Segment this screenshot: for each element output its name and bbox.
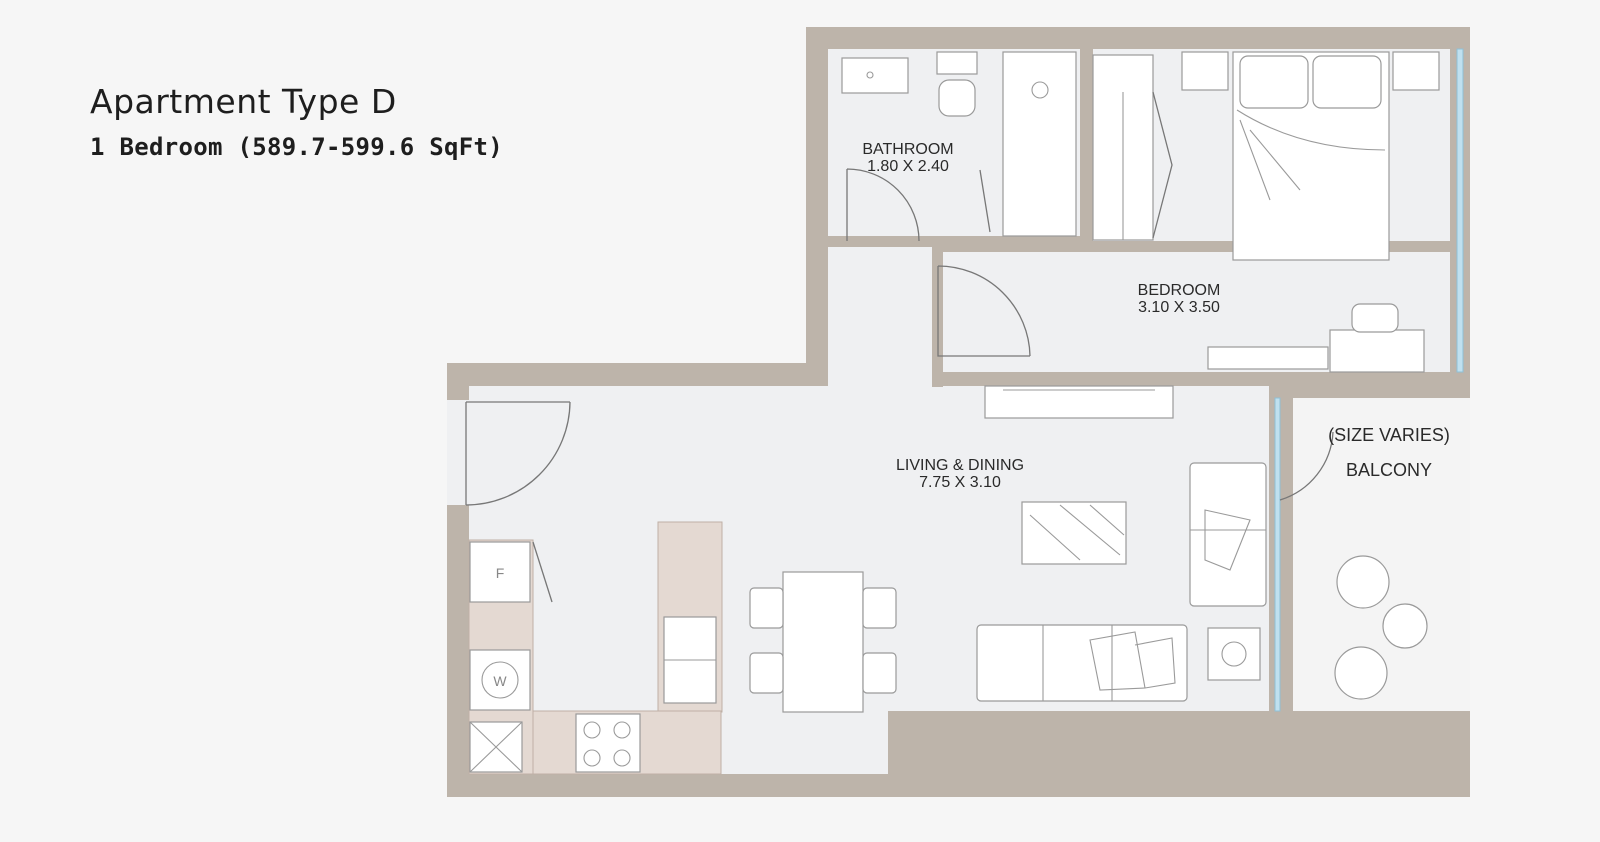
- washer-drum: [481, 661, 519, 699]
- coffee-table: [1021, 501, 1127, 565]
- dining-chair-2: [749, 652, 784, 694]
- desk: [1329, 329, 1425, 373]
- nightstand-right: [1392, 51, 1440, 91]
- washer: [469, 649, 531, 711]
- fridge-label: F: [496, 565, 505, 581]
- storage-cabinet-cross: [469, 721, 523, 773]
- balcony-note: (SIZE VARIES): [1328, 425, 1450, 445]
- balcony-door-swing: [1279, 431, 1334, 501]
- page-title: Apartment Type D: [90, 82, 397, 121]
- balcony-chair-top: [1336, 555, 1390, 609]
- kitchen-right-block: [888, 711, 1470, 774]
- page-subtitle: 1 Bedroom (589.7-599.6 SqFt): [90, 133, 503, 161]
- side-table-lamp: [1221, 641, 1247, 667]
- wardrobe-doors: [1152, 91, 1173, 239]
- desk-chair: [1351, 303, 1399, 333]
- bedroom-label: BEDROOM: [1138, 282, 1221, 299]
- nightstand-left: [1181, 51, 1229, 91]
- sink-drain: [866, 71, 874, 79]
- tv-unit-bedroom: [1207, 346, 1329, 370]
- tv-console: [984, 385, 1174, 419]
- bath-door-swing: [846, 168, 920, 242]
- dining-chair-1: [749, 587, 784, 629]
- armchair-cushion: [1204, 509, 1251, 571]
- balcony-chair-bottom: [1334, 646, 1388, 700]
- coffee-table-pattern: [1029, 504, 1125, 561]
- bath-bed-partition: [1080, 49, 1091, 247]
- burner-4: [613, 749, 631, 767]
- pillow-left: [1239, 55, 1309, 109]
- balcony-table: [1382, 603, 1428, 649]
- bed-sheet: [1236, 109, 1386, 201]
- side-table: [1207, 627, 1261, 681]
- sofa-cushions: [1089, 631, 1176, 691]
- bathroom-label: BATHROOM: [862, 141, 953, 158]
- sofa: [976, 624, 1188, 702]
- bedroom-window: [1456, 48, 1464, 373]
- dining-table: [782, 571, 864, 713]
- burner-1: [583, 721, 601, 739]
- armchair: [1189, 462, 1267, 607]
- bathroom-size: 1.80 X 2.40: [867, 158, 949, 175]
- burner-2: [613, 721, 631, 739]
- shower-door: [979, 169, 991, 233]
- balcony-top-wall: [1282, 385, 1470, 398]
- balcony-label: BALCONY: [1346, 460, 1432, 480]
- dining-chair-4: [862, 652, 897, 694]
- hall-floor: [828, 241, 943, 386]
- bathroom-sink: [841, 57, 909, 94]
- shower-drain: [1031, 81, 1049, 99]
- entry-opening: [447, 400, 469, 505]
- bedroom-bottom-wall: [932, 372, 1470, 385]
- fridge-door: [532, 541, 553, 603]
- burner-3: [583, 749, 601, 767]
- entry-door-swing: [465, 401, 571, 506]
- bedroom-size: 3.10 X 3.50: [1138, 299, 1220, 316]
- bedroom-door-swing: [937, 265, 1031, 357]
- dining-chair-3: [862, 587, 897, 629]
- balcony-glass-door: [1274, 397, 1281, 712]
- living-size: 7.75 X 3.10: [919, 474, 1001, 491]
- toilet-tank: [936, 51, 978, 75]
- toilet-bowl: [938, 79, 976, 117]
- pillow-right: [1312, 55, 1382, 109]
- fridge: [469, 541, 531, 603]
- bath-bottom-wall: [828, 236, 1092, 247]
- washer-label: W: [493, 673, 507, 689]
- living-label: LIVING & DINING: [896, 457, 1024, 474]
- shower: [1002, 51, 1077, 237]
